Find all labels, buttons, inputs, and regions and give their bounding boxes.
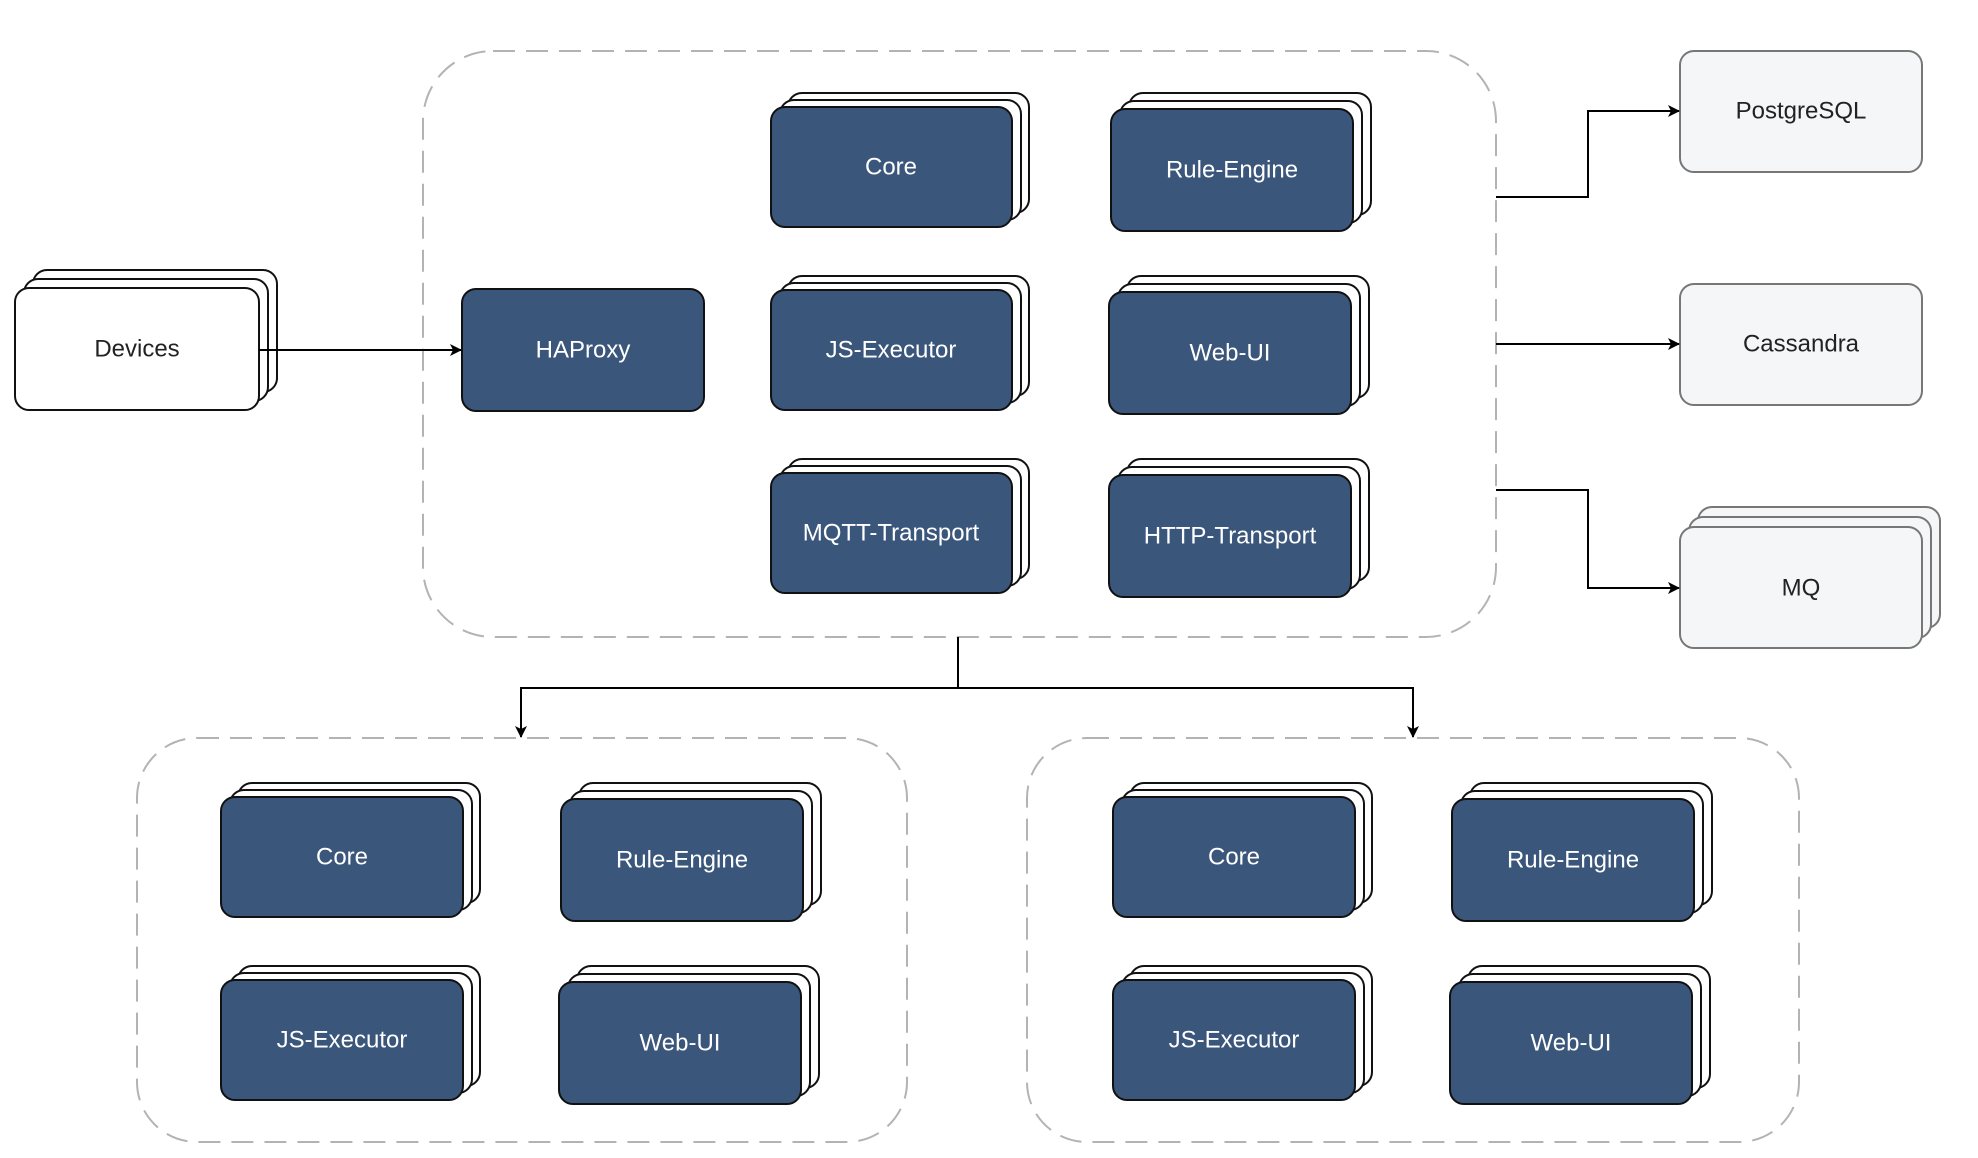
- left-rule-engine-node: Rule-Engine: [560, 782, 822, 922]
- right-js-executor-node: JS-Executor: [1112, 965, 1373, 1101]
- right-js-executor-label: JS-Executor: [1169, 1027, 1300, 1054]
- main-core-node: Core: [770, 92, 1030, 228]
- main-rule-engine-label: Rule-Engine: [1166, 157, 1298, 184]
- cluster-to-right-cluster-arrow: [958, 687, 1419, 738]
- mq-label: MQ: [1782, 575, 1821, 602]
- left-js-executor-label: JS-Executor: [277, 1027, 408, 1054]
- devices-label: Devices: [94, 336, 179, 363]
- haproxy-label: HAProxy: [536, 337, 631, 364]
- left-web-ui-node: Web-UI: [558, 965, 820, 1105]
- right-core-node: Core: [1112, 782, 1373, 918]
- right-web-ui-label: Web-UI: [1531, 1030, 1612, 1057]
- haproxy-node: HAProxy: [461, 288, 705, 412]
- main-js-executor-label: JS-Executor: [826, 337, 957, 364]
- main-http-transport-label: HTTP-Transport: [1144, 523, 1317, 550]
- left-core-node: Core: [220, 782, 481, 918]
- cluster-to-mq-arrow: [1496, 489, 1680, 594]
- postgresql-label: PostgreSQL: [1736, 98, 1867, 125]
- main-mqtt-transport-node: MQTT-Transport: [770, 458, 1030, 594]
- postgresql-node: PostgreSQL: [1679, 50, 1923, 173]
- right-core-label: Core: [1208, 844, 1260, 871]
- main-core-label: Core: [865, 154, 917, 181]
- left-web-ui-label: Web-UI: [640, 1030, 721, 1057]
- devices-node: Devices: [14, 269, 278, 411]
- main-rule-engine-node: Rule-Engine: [1110, 92, 1372, 232]
- left-js-executor-node: JS-Executor: [220, 965, 481, 1101]
- main-http-transport-node: HTTP-Transport: [1108, 458, 1370, 598]
- cluster-to-postgresql-arrow: [1496, 105, 1680, 198]
- cassandra-node: Cassandra: [1679, 283, 1923, 406]
- mq-node: MQ: [1679, 506, 1941, 649]
- left-rule-engine-label: Rule-Engine: [616, 847, 748, 874]
- main-mqtt-transport-label: MQTT-Transport: [803, 520, 980, 547]
- cassandra-label: Cassandra: [1743, 331, 1860, 358]
- right-web-ui-node: Web-UI: [1449, 965, 1711, 1105]
- main-web-ui-node: Web-UI: [1108, 275, 1370, 415]
- main-js-executor-node: JS-Executor: [770, 275, 1030, 411]
- main-web-ui-label: Web-UI: [1190, 340, 1271, 367]
- left-core-label: Core: [316, 844, 368, 871]
- right-rule-engine-node: Rule-Engine: [1451, 782, 1713, 922]
- cluster-to-left-cluster-arrow: [515, 637, 959, 738]
- right-rule-engine-label: Rule-Engine: [1507, 847, 1639, 874]
